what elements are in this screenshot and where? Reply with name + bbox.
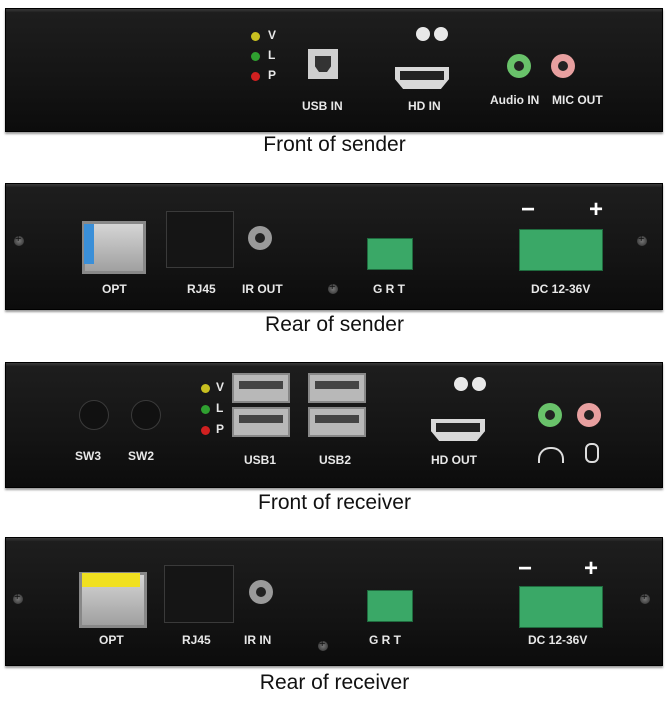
dc-power-terminal[interactable]	[519, 586, 603, 628]
rear-of-receiver-panel: OPT RJ45 IR IN G R T − + DC 12-36V	[5, 537, 663, 666]
ir-out-jack[interactable]	[248, 226, 272, 250]
opt-label: OPT	[102, 282, 127, 296]
rear-of-receiver-caption: Rear of receiver	[259, 671, 410, 694]
rj45-label: RJ45	[187, 282, 216, 296]
led-p-label: P	[268, 68, 277, 82]
front-of-sender-panel: V L P USB IN HD IN Audio IN MIC OUT	[5, 8, 663, 132]
rear-of-sender-caption: Rear of sender	[265, 313, 404, 336]
front-of-receiver-panel: SW3 SW2 V L P USB1 USB2 HD OUT	[5, 362, 663, 488]
led-l-label: L	[268, 48, 276, 62]
ground-icon	[472, 377, 486, 391]
usb1-port-top[interactable]	[232, 373, 290, 403]
serial-terminal-block[interactable]	[367, 238, 413, 270]
mic-jack[interactable]	[577, 403, 601, 427]
ground-icon	[434, 27, 448, 41]
ir-out-label: IR OUT	[242, 282, 283, 296]
hd-out-label: HD OUT	[431, 453, 477, 467]
sw3-button[interactable]	[79, 400, 109, 430]
usb2-port-top[interactable]	[308, 373, 366, 403]
sfp-latch	[82, 573, 140, 587]
microphone-icon	[585, 443, 599, 463]
rj45-port[interactable]	[164, 565, 234, 623]
headphone-icon	[538, 447, 564, 463]
usb-in-label: USB IN	[302, 99, 343, 113]
sw2-button[interactable]	[131, 400, 161, 430]
hdmi-in-port[interactable]	[395, 67, 449, 89]
mic-out-label: MIC OUT	[552, 93, 603, 107]
led-l-indicator	[251, 52, 260, 61]
screw-icon	[318, 638, 328, 651]
screw-icon	[637, 233, 647, 246]
audio-in-label: Audio IN	[490, 93, 540, 107]
screw-icon	[640, 591, 650, 604]
front-of-receiver-caption: Front of receiver	[258, 491, 411, 514]
panel-rim	[6, 9, 662, 13]
panel-rim	[6, 184, 662, 188]
plus-sign: +	[589, 196, 604, 223]
led-l-label: L	[216, 401, 224, 415]
screw-icon	[14, 233, 24, 246]
grt-label: G R T	[373, 282, 405, 296]
minus-sign: −	[518, 555, 533, 582]
ir-in-jack[interactable]	[249, 580, 273, 604]
front-of-sender-caption: Front of sender	[263, 133, 406, 156]
led-p-indicator	[251, 72, 260, 81]
screw-icon	[13, 591, 23, 604]
screw-icon	[328, 281, 338, 294]
mic-out-jack[interactable]	[551, 54, 575, 78]
usb2-label: USB2	[319, 453, 352, 467]
audio-in-jack[interactable]	[507, 54, 531, 78]
usb1-port-bottom[interactable]	[232, 407, 290, 437]
minus-sign: −	[521, 196, 536, 223]
serial-terminal-block[interactable]	[367, 590, 413, 622]
grt-label: G R T	[369, 633, 401, 647]
hdmi-icon	[416, 27, 430, 41]
rj45-label: RJ45	[182, 633, 211, 647]
hdmi-out-port[interactable]	[431, 419, 485, 441]
sw2-label: SW2	[128, 449, 155, 463]
usb2-port-bottom[interactable]	[308, 407, 366, 437]
sfp-latch	[84, 224, 94, 264]
rj45-port[interactable]	[166, 211, 234, 268]
hdmi-icon	[454, 377, 468, 391]
hd-in-label: HD IN	[408, 99, 441, 113]
usb1-label: USB1	[244, 453, 277, 467]
dc-label: DC 12-36V	[528, 633, 588, 647]
sw3-label: SW3	[75, 449, 102, 463]
usb-b-port[interactable]	[308, 49, 338, 79]
panel-rim	[6, 538, 662, 542]
led-v-indicator	[251, 32, 260, 41]
dc-power-terminal[interactable]	[519, 229, 603, 271]
ir-in-label: IR IN	[244, 633, 272, 647]
plus-sign: +	[584, 555, 599, 582]
dc-label: DC 12-36V	[531, 282, 591, 296]
led-v-label: V	[216, 380, 225, 394]
led-v-indicator	[201, 384, 210, 393]
led-l-indicator	[201, 405, 210, 414]
opt-label: OPT	[99, 633, 124, 647]
headphone-jack[interactable]	[538, 403, 562, 427]
led-p-indicator	[201, 426, 210, 435]
led-v-label: V	[268, 28, 277, 42]
led-p-label: P	[216, 422, 225, 436]
rear-of-sender-panel: OPT RJ45 IR OUT G R T − + DC 12-36V	[5, 183, 663, 310]
panel-rim	[6, 363, 662, 367]
